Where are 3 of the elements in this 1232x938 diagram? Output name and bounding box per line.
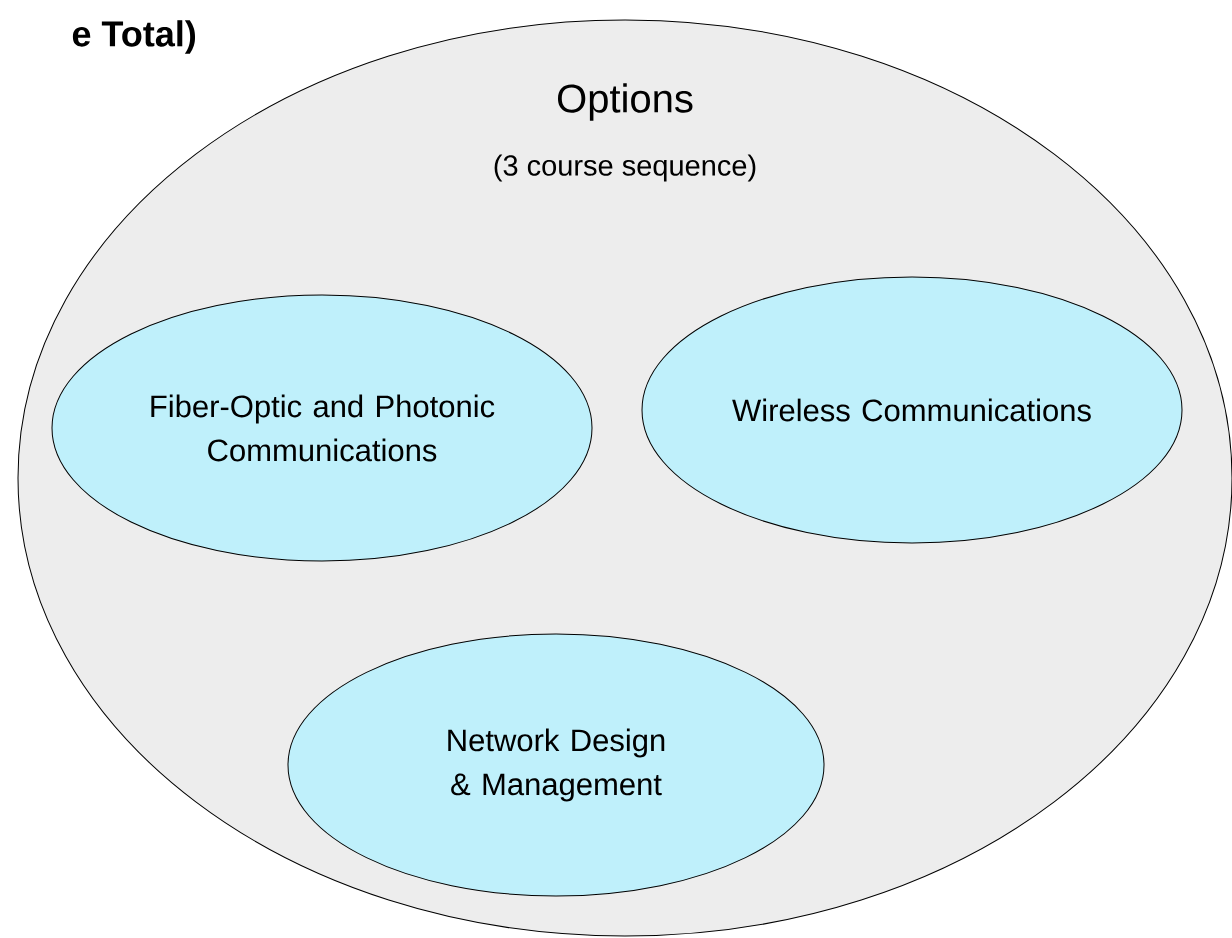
heading: Options (558, 83, 693, 121)
title-fragment: e Total) (72, 20, 196, 54)
subheading: (3 course sequence) (494, 154, 756, 182)
